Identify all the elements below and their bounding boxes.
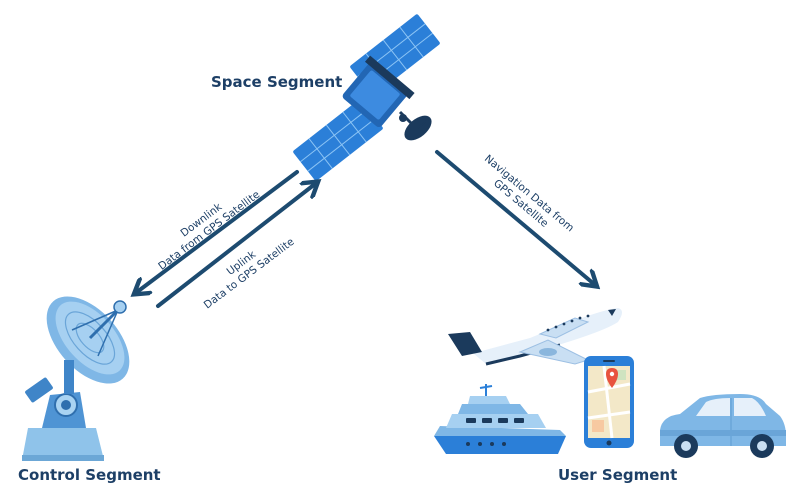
ground-station-dish-icon	[22, 296, 130, 461]
car-icon	[660, 394, 786, 458]
uplink-arrow	[156, 184, 315, 308]
navigation-arrow	[435, 150, 594, 284]
airplane-icon	[448, 308, 622, 366]
space-segment-label: Space Segment	[211, 73, 343, 91]
downlink-arrow	[137, 170, 299, 292]
uplink-sublabel: Data to GPS Satellite	[202, 236, 297, 312]
control-segment-label: Control Segment	[18, 466, 161, 484]
satellite-icon	[293, 14, 440, 181]
user-segment-label: User Segment	[558, 466, 678, 484]
navigation-label: Navigation Data from	[482, 153, 576, 235]
yacht-icon	[434, 384, 566, 454]
smartphone-map-icon	[584, 356, 634, 448]
